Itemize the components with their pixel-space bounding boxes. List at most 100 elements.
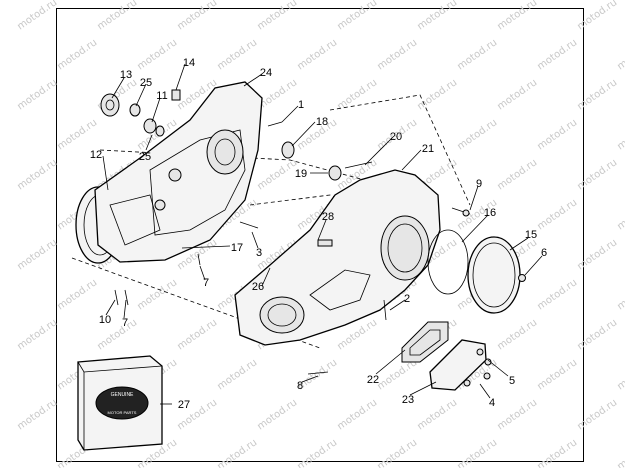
watermark-text: motod.ru <box>215 357 259 392</box>
watermark-text: motod.ru <box>495 157 539 192</box>
watermark-text: motod.ru <box>295 437 339 468</box>
callout-11: 11 <box>156 90 167 102</box>
part-27-parts-box: GENUINE MOTOR PARTS <box>77 355 163 451</box>
watermark-text: motod.ru <box>15 157 59 192</box>
watermark-text: motod.ru <box>415 397 459 432</box>
watermark-text: motod.ru <box>615 277 625 312</box>
watermark-text: motod.ru <box>575 237 619 272</box>
watermark-text: motod.ru <box>495 77 539 112</box>
watermark-text: motod.ru <box>535 37 579 72</box>
callout-15: 15 <box>525 229 537 241</box>
callout-7-bottom: 7 <box>122 317 128 329</box>
watermark-text: motod.ru <box>415 77 459 112</box>
callout-24: 24 <box>260 67 272 79</box>
watermark-text: motod.ru <box>255 157 299 192</box>
part-15-derby-cover <box>467 236 521 314</box>
watermark-text: motod.ru <box>535 437 579 468</box>
watermark-text: motod.ru <box>615 117 625 152</box>
box-logo-line2: MOTOR PARTS <box>108 410 137 415</box>
watermark-text: motod.ru <box>55 117 99 152</box>
watermark-text: motod.ru <box>135 37 179 72</box>
callout-22: 22 <box>367 374 379 386</box>
watermark-text: motod.ru <box>495 0 539 32</box>
watermark-text: motod.ru <box>15 0 59 32</box>
watermark-text: motod.ru <box>55 277 99 312</box>
leader-lines <box>102 63 543 405</box>
watermark-text: motod.ru <box>15 397 59 432</box>
watermark-text: motod.ru <box>295 37 339 72</box>
part-22-gasket <box>401 321 449 363</box>
watermark-text: motod.ru <box>375 37 419 72</box>
watermark-text: motod.ru <box>575 77 619 112</box>
callout-21: 21 <box>422 143 434 155</box>
watermark-text: motod.ru <box>615 357 625 392</box>
callout-4: 4 <box>489 397 495 409</box>
part-24-inner-primary <box>94 81 263 263</box>
callout-1: 1 <box>298 99 304 111</box>
callout-27: 27 <box>178 399 190 411</box>
part-21-outer-primary-cover <box>234 169 441 346</box>
callout-9: 9 <box>476 178 482 190</box>
parts-13-25-11-14 <box>100 89 181 137</box>
watermark-text: motod.ru <box>535 277 579 312</box>
watermark-text: motod.ru <box>575 157 619 192</box>
watermark-text: motod.ru <box>455 117 499 152</box>
callout-2: 2 <box>404 293 410 305</box>
callout-5: 5 <box>509 375 515 387</box>
watermark-text: motod.ru <box>535 197 579 232</box>
callout-23: 23 <box>402 394 414 406</box>
watermark-text: motod.ru <box>615 437 625 468</box>
callout-8: 8 <box>297 380 303 392</box>
callout-25-bottom: 25 <box>139 151 151 163</box>
watermark-text: motod.ru <box>615 197 625 232</box>
part-9-screw <box>451 207 471 217</box>
watermark-text: motod.ru <box>15 317 59 352</box>
watermark-text: motod.ru <box>255 77 299 112</box>
callout-25-top: 25 <box>140 77 152 89</box>
misc-screws <box>114 221 387 375</box>
watermark-text: motod.ru <box>335 77 379 112</box>
watermark-text: motod.ru <box>15 77 59 112</box>
callout-17: 17 <box>231 242 243 254</box>
callout-7-middle: 7 <box>203 277 209 289</box>
part-16-gasket <box>427 229 469 295</box>
watermark-text: motod.ru <box>215 437 259 468</box>
callout-3: 3 <box>256 247 262 259</box>
watermark-text: motod.ru <box>255 397 299 432</box>
callout-14: 14 <box>183 57 195 69</box>
callout-18: 18 <box>316 116 328 128</box>
callout-6: 6 <box>541 247 547 259</box>
watermark-text: motod.ru <box>535 357 579 392</box>
watermark-text: motod.ru <box>615 37 625 72</box>
watermark-text: motod.ru <box>455 437 499 468</box>
callout-12: 12 <box>90 149 102 161</box>
callout-19: 19 <box>295 168 307 180</box>
part-6-screw <box>518 274 526 282</box>
watermark-text: motod.ru <box>15 237 59 272</box>
callout-28: 28 <box>322 211 334 223</box>
watermark-text: motod.ru <box>535 117 579 152</box>
box-logo-line1: GENUINE <box>111 392 134 398</box>
watermark-text: motod.ru <box>575 317 619 352</box>
watermark-text: motod.ru <box>575 397 619 432</box>
watermark-text: motod.ru <box>495 397 539 432</box>
callout-10: 10 <box>99 314 111 326</box>
callout-labels: 13 25 14 24 11 1 18 20 12 25 21 19 9 16 … <box>90 57 547 411</box>
callout-13: 13 <box>120 69 132 81</box>
watermark-text: motod.ru <box>495 317 539 352</box>
watermark-text: motod.ru <box>175 317 219 352</box>
watermark-text: motod.ru <box>375 437 419 468</box>
watermark-text: motod.ru <box>215 37 259 72</box>
watermark-text: motod.ru <box>455 37 499 72</box>
watermark-text: motod.ru <box>55 37 99 72</box>
callout-16: 16 <box>484 207 496 219</box>
watermark-text: motod.ru <box>255 0 299 32</box>
watermark-text: motod.ru <box>415 0 459 32</box>
watermark-text: motod.ru <box>175 0 219 32</box>
watermark-text: motod.ru <box>335 397 379 432</box>
callout-26: 26 <box>252 281 264 293</box>
callout-20: 20 <box>390 131 402 143</box>
parts-1-18 <box>267 121 295 159</box>
watermark-text: motod.ru <box>95 0 139 32</box>
